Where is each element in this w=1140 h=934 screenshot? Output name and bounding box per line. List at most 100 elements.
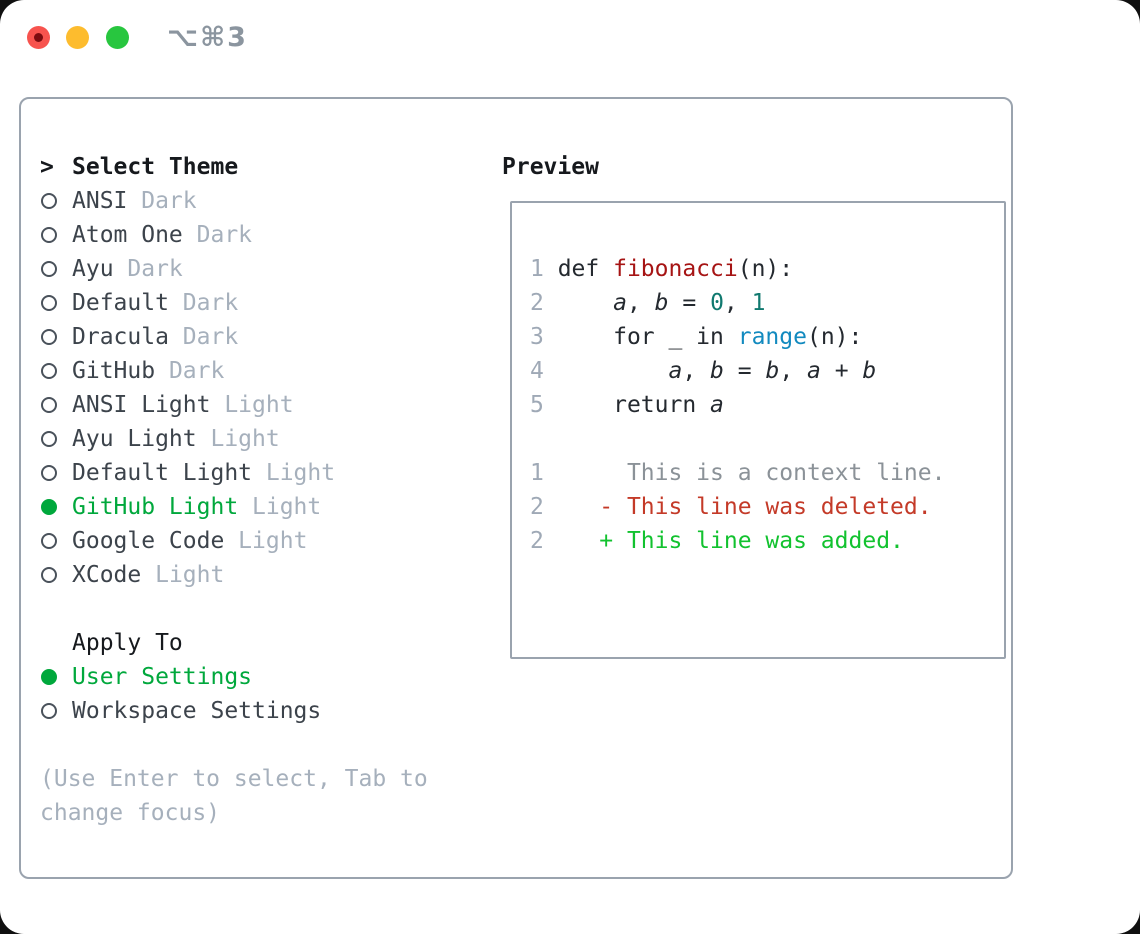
code-segment-code: def (557, 256, 614, 282)
title-bar: ⌥⌘3 (0, 0, 1140, 76)
code-segment-code: for _ in (557, 324, 738, 350)
help-text-line-2: change focus) (40, 800, 221, 826)
option-name: XCode (72, 562, 142, 588)
radio-icon (40, 397, 72, 413)
code-segment-func: fibonacci (613, 256, 738, 282)
theme-option-default-light[interactable]: Default Light Light (40, 456, 500, 490)
theme-option-github[interactable]: GitHub Dark (40, 354, 500, 388)
preview-line (530, 422, 1004, 456)
apply-option-user-settings[interactable]: User Settings (40, 660, 500, 694)
radio-icon (40, 295, 72, 311)
preview-line: 3 for _ in range(n): (530, 320, 1004, 354)
radio-icon (40, 261, 72, 277)
code-segment-code: , (723, 290, 752, 316)
theme-option-dracula[interactable]: Dracula Dark (40, 320, 500, 354)
option-variant: Dark (168, 290, 239, 316)
code-segment-context: This is a context line. (557, 460, 946, 486)
code-segment-code: + (820, 358, 863, 384)
code-segment-code: = (723, 358, 766, 384)
radio-icon (40, 533, 72, 549)
select-theme-label: Select Theme (72, 154, 239, 180)
code-segment-var: a (807, 358, 821, 384)
option-variant: Dark (182, 222, 253, 248)
close-button[interactable] (27, 26, 50, 49)
radio-icon (40, 329, 72, 345)
option-name: Atom One (72, 222, 183, 248)
radio-icon (40, 193, 72, 209)
preview-line: 2 a, b = 0, 1 (530, 286, 1004, 320)
option-name: Default Light (72, 460, 253, 486)
spacer (40, 592, 500, 626)
code-segment-var: b (654, 290, 669, 316)
theme-option-ansi[interactable]: ANSI Dark (40, 184, 500, 218)
radio-icon (40, 567, 72, 583)
option-name: Ayu Light (72, 426, 197, 452)
apply-option-workspace-settings[interactable]: Workspace Settings (40, 694, 500, 728)
code-segment-var: a (613, 290, 627, 316)
theme-option-xcode[interactable]: XCode Light (40, 558, 500, 592)
option-variant: Light (238, 494, 322, 520)
option-variant: Light (224, 528, 308, 554)
option-name: Workspace Settings (72, 698, 322, 724)
radio-icon (40, 703, 72, 719)
option-name: Google Code (72, 528, 225, 554)
preview-line: 5 return a (530, 388, 1004, 422)
radio-selected-icon (40, 499, 72, 515)
option-name: User Settings (72, 664, 253, 690)
theme-option-google-code[interactable]: Google Code Light (40, 524, 500, 558)
theme-option-ansi-light[interactable]: ANSI Light Light (40, 388, 500, 422)
option-variant: Light (210, 392, 294, 418)
window-title: ⌥⌘3 (167, 22, 248, 53)
theme-option-github-light[interactable]: GitHub Light Light (40, 490, 500, 524)
option-name: GitHub (72, 358, 156, 384)
zoom-button[interactable] (106, 26, 129, 49)
preview-line: 1 This is a context line. (530, 456, 1004, 490)
code-segment-code: , (779, 358, 808, 384)
help-text-line-1: (Use Enter to select, Tab to (40, 766, 428, 792)
theme-option-default[interactable]: Default Dark (40, 286, 500, 320)
line-number (530, 426, 544, 452)
preview-line: 2 - This line was deleted. (530, 490, 1004, 524)
theme-option-atom-one[interactable]: Atom One Dark (40, 218, 500, 252)
radio-icon (40, 465, 72, 481)
apply-to-label: Apply To (72, 630, 183, 656)
option-variant: Dark (127, 188, 197, 214)
code-segment-code (558, 358, 669, 384)
line-number: 1 (530, 256, 544, 282)
option-variant: Dark (168, 324, 239, 350)
option-name: ANSI (72, 188, 128, 214)
radio-selected-icon (40, 669, 72, 685)
theme-option-ayu-light[interactable]: Ayu Light Light (40, 422, 500, 456)
option-name: Dracula (72, 324, 169, 350)
code-segment-add: + This line was added. (557, 528, 904, 554)
radio-icon (40, 431, 72, 447)
code-segment-code: return (557, 392, 711, 418)
option-variant: Light (252, 460, 336, 486)
line-number: 2 (530, 494, 544, 520)
option-variant: Light (141, 562, 225, 588)
option-variant: Dark (113, 256, 183, 282)
select-theme-header: > Select Theme (40, 150, 500, 184)
code-segment-var: b (710, 358, 724, 384)
code-segment-var: a (710, 392, 724, 418)
code-segment-code (558, 290, 613, 316)
code-segment-code: (n): (806, 324, 863, 350)
preview-line: 1 def fibonacci(n): (530, 252, 1004, 286)
preview-line: 4 a, b = b, a + b (530, 354, 1004, 388)
code-segment-lit: 0 (710, 290, 724, 316)
theme-option-ayu[interactable]: Ayu Dark (40, 252, 500, 286)
minimize-button[interactable] (66, 26, 89, 49)
code-segment-del: - This line was deleted. (557, 494, 932, 520)
apply-to-header: Apply To (40, 626, 500, 660)
option-name: Default (72, 290, 169, 316)
option-name: Ayu (72, 256, 114, 282)
line-number: 3 (530, 324, 544, 350)
code-segment-builtin: range (737, 324, 807, 350)
code-segment-code: (n): (737, 256, 794, 282)
